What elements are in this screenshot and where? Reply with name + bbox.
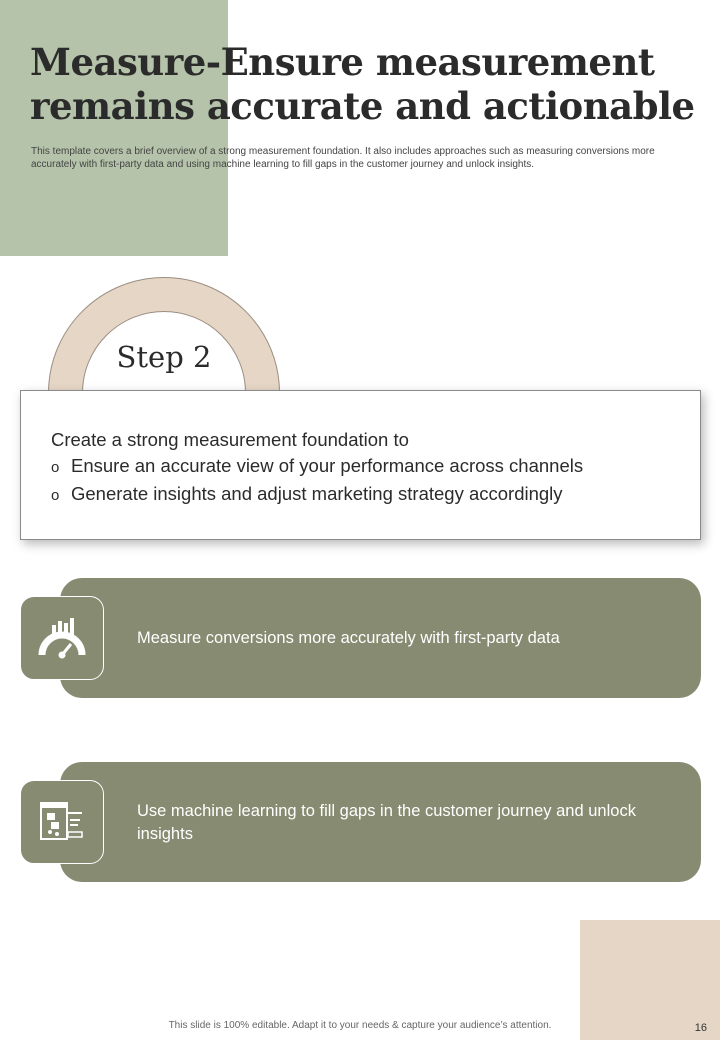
point-bar: Use machine learning to fill gaps in the… — [60, 762, 701, 882]
step-label: Step 2 — [116, 340, 212, 374]
page-title: Measure-Ensure measurement remains accur… — [30, 40, 695, 128]
foundation-item: o Ensure an accurate view of your perform… — [51, 453, 700, 481]
foundation-item-text: Generate insights and adjust marketing s… — [71, 483, 563, 504]
bullet-marker: o — [51, 487, 60, 504]
footer-note: This slide is 100% editable. Adapt it to… — [168, 1020, 552, 1031]
foundation-heading: Create a strong measurement foundation t… — [51, 429, 409, 450]
point-text: Use machine learning to fill gaps in the… — [137, 802, 636, 843]
page-subtitle: This template covers a brief overview of… — [31, 146, 655, 170]
foundation-item-text: Ensure an accurate view of your performa… — [71, 455, 584, 476]
beige-accent-block — [580, 920, 720, 1040]
speedometer-chart-icon — [20, 596, 104, 680]
bullet-marker: o — [51, 459, 60, 476]
point-bar: Measure conversions more accurately with… — [60, 578, 701, 698]
foundation-item: o Generate insights and adjust marketing … — [51, 481, 700, 509]
page-number: 16 — [694, 1022, 707, 1034]
machine-learning-screen-icon — [20, 780, 104, 864]
green-accent-block — [0, 0, 228, 256]
point-text: Measure conversions more accurately with… — [137, 629, 560, 647]
foundation-box: Create a strong measurement foundation t… — [20, 390, 701, 540]
